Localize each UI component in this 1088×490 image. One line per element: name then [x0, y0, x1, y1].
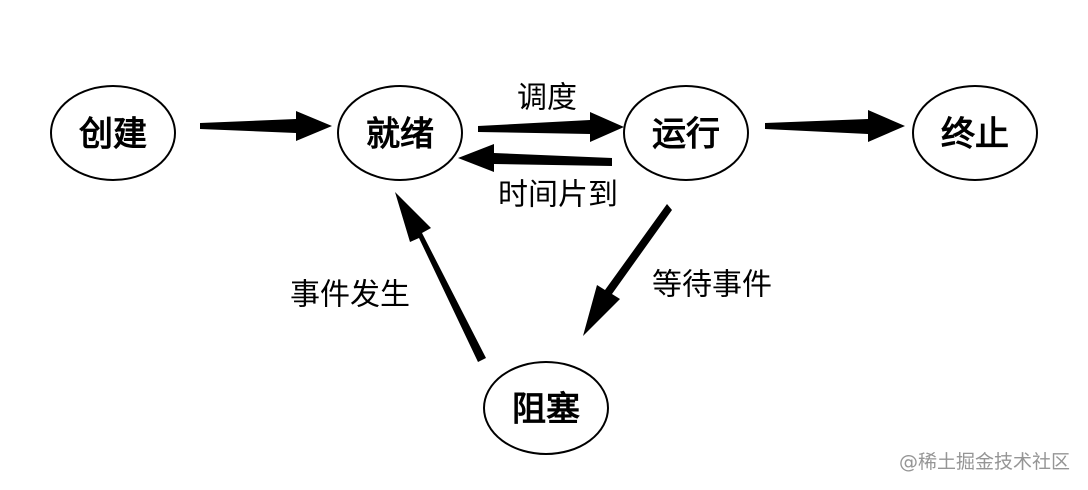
node-terminated-label: 终止 — [941, 115, 1009, 155]
node-running-label: 运行 — [652, 115, 720, 155]
node-ready: 就绪 — [337, 85, 463, 181]
edge-label-wait-event: 等待事件 — [652, 268, 772, 303]
node-blocked: 阻塞 — [483, 361, 609, 455]
node-create-label: 创建 — [78, 115, 147, 155]
node-running: 运行 — [623, 85, 749, 181]
arrow-running-to-blocked — [583, 204, 672, 336]
node-blocked-label: 阻塞 — [512, 390, 580, 430]
arrow-ready-to-running — [478, 112, 624, 142]
edge-label-event-occurs: 事件发生 — [290, 278, 410, 313]
arrow-running-to-terminated — [765, 110, 905, 142]
edge-label-time-slice: 时间片到 — [498, 178, 618, 213]
arrow-blocked-to-ready — [395, 192, 486, 362]
watermark: @稀土掘金技术社区 — [898, 451, 1070, 473]
node-ready-label: 就绪 — [366, 115, 434, 155]
node-terminated: 终止 — [912, 85, 1038, 181]
arrow-running-to-ready — [458, 144, 612, 172]
node-create: 创建 — [50, 85, 176, 181]
edge-label-schedule: 调度 — [517, 81, 577, 116]
arrow-create-to-ready — [200, 111, 332, 141]
